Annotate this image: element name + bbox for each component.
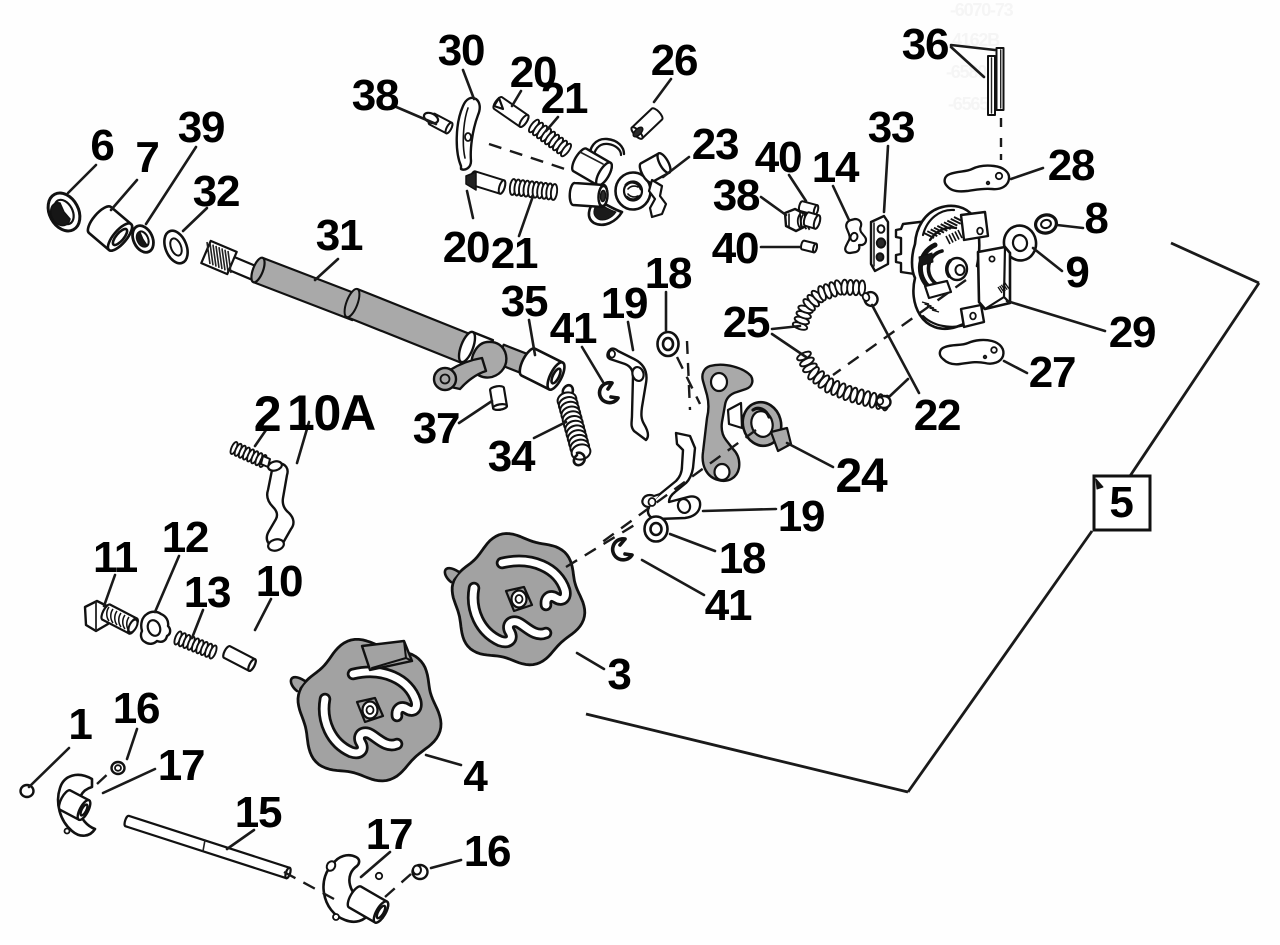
svg-text:21: 21 (491, 229, 538, 278)
svg-text:33: 33 (868, 103, 915, 152)
svg-text:29: 29 (1109, 308, 1156, 357)
svg-text:28: 28 (1048, 141, 1095, 190)
svg-text:-6070-73: -6070-73 (950, 0, 1014, 20)
svg-text:35: 35 (501, 277, 548, 326)
svg-text:24: 24 (836, 450, 888, 503)
svg-text:4162B: 4162B (952, 30, 1000, 50)
svg-text:20: 20 (443, 223, 490, 272)
svg-text:23: 23 (692, 120, 739, 169)
svg-text:22: 22 (914, 391, 961, 440)
svg-text:6: 6 (90, 121, 113, 170)
svg-text:38: 38 (352, 71, 399, 120)
svg-text:2: 2 (254, 386, 281, 442)
svg-text:-6580: -6580 (946, 62, 987, 82)
svg-text:15: 15 (235, 788, 282, 837)
svg-text:26: 26 (651, 36, 698, 85)
svg-text:41: 41 (705, 581, 752, 630)
svg-text:25: 25 (723, 298, 770, 347)
svg-text:30: 30 (438, 26, 485, 75)
svg-text:17: 17 (158, 741, 205, 790)
svg-text:4: 4 (463, 752, 488, 801)
svg-text:12: 12 (162, 513, 209, 562)
svg-text:17: 17 (366, 810, 413, 859)
svg-text:8: 8 (1084, 194, 1108, 243)
svg-text:11: 11 (93, 533, 138, 582)
svg-text:32: 32 (193, 167, 240, 216)
svg-text:41: 41 (550, 304, 597, 353)
svg-text:9: 9 (1065, 248, 1088, 297)
svg-text:34: 34 (488, 432, 536, 481)
svg-text:10A: 10A (287, 385, 375, 441)
svg-text:14: 14 (812, 143, 860, 192)
svg-text:19: 19 (778, 492, 825, 541)
svg-text:1: 1 (68, 700, 92, 749)
svg-text:3: 3 (607, 650, 630, 699)
svg-text:16: 16 (464, 827, 511, 876)
svg-text:39: 39 (178, 103, 225, 152)
svg-text:36: 36 (902, 20, 949, 69)
svg-text:-6565-: -6565- (948, 94, 994, 114)
svg-text:37: 37 (413, 404, 460, 453)
svg-text:5: 5 (1109, 478, 1133, 527)
svg-text:10: 10 (256, 557, 303, 606)
svg-text:31: 31 (316, 211, 363, 260)
svg-text:19: 19 (601, 279, 648, 328)
svg-text:27: 27 (1029, 348, 1076, 397)
svg-text:18: 18 (719, 534, 766, 583)
svg-text:7: 7 (135, 133, 158, 182)
svg-text:38: 38 (713, 171, 760, 220)
svg-text:16: 16 (113, 684, 160, 733)
svg-text:40: 40 (712, 224, 759, 273)
svg-text:13: 13 (184, 568, 231, 617)
svg-text:18: 18 (645, 249, 692, 298)
svg-text:20: 20 (510, 48, 557, 97)
svg-text:21: 21 (541, 74, 588, 123)
svg-text:40: 40 (755, 133, 802, 182)
